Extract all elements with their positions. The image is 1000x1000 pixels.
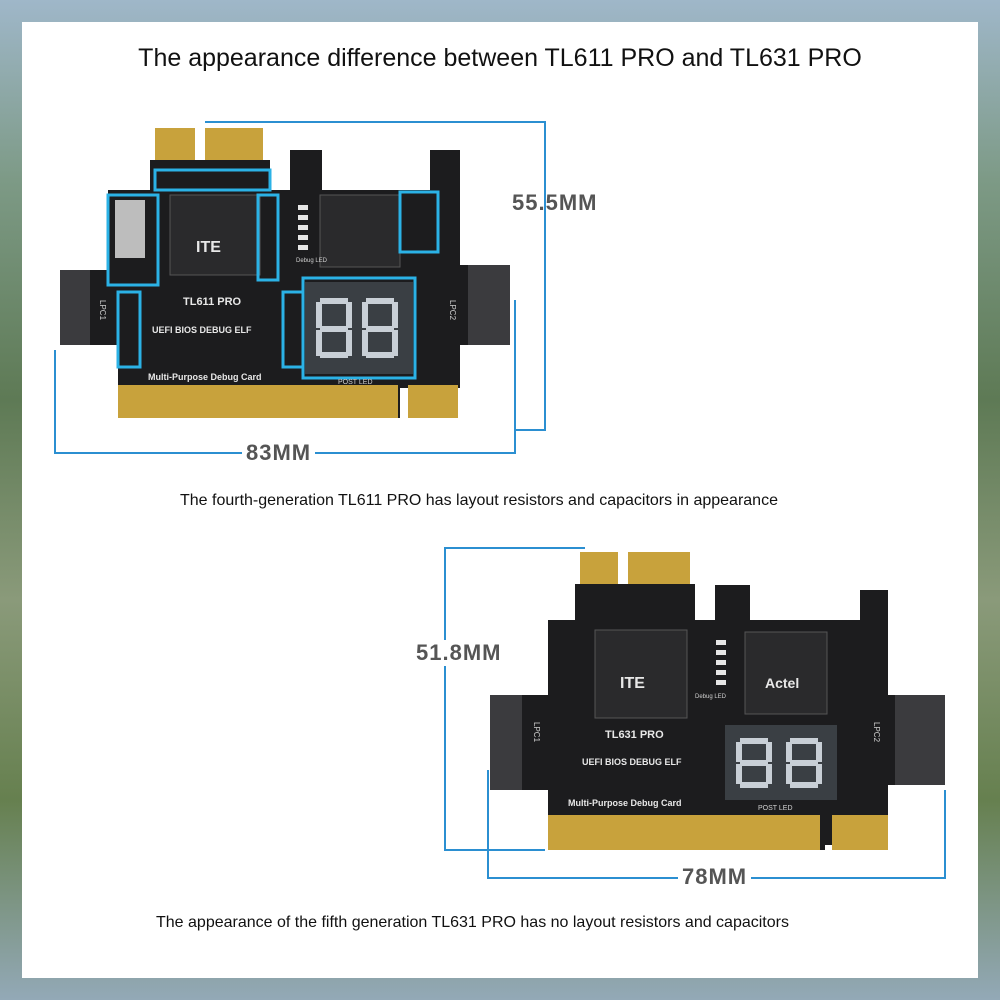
lpc1-connector <box>60 270 90 345</box>
card-tl611 <box>54 121 546 454</box>
tl611-bottom-label: Multi-Purpose Debug Card <box>148 372 262 382</box>
controller-chip <box>319 194 401 268</box>
tl611-post-label: POST LED <box>338 379 373 386</box>
actel-chip <box>744 631 828 715</box>
pcie-tab-small <box>155 128 195 160</box>
gold-fingers-left-2 <box>548 815 820 850</box>
tl631-height-dim: 51.8MM <box>412 640 506 666</box>
lpc2-connector-2 <box>895 695 945 785</box>
seven-seg-digits-2 <box>736 738 822 788</box>
gold-fingers-right-2 <box>832 815 888 850</box>
pcie-tab-small-2 <box>580 552 618 584</box>
tl631-subtitle-label: UEFI BIOS DEBUG ELF <box>582 757 682 767</box>
pcie-tab-large-2 <box>628 552 690 584</box>
pcb-board-2 <box>490 584 945 850</box>
tl611-lpc1-label: LPC1 <box>98 300 107 321</box>
tl631-lpc1-label: LPC1 <box>532 722 541 743</box>
tl631-bottom-label: Multi-Purpose Debug Card <box>568 798 682 808</box>
highlight-resistors <box>256 193 280 282</box>
highlight-top-row <box>153 168 272 192</box>
highlight-caps <box>398 190 440 254</box>
lpc2-connector <box>468 265 510 345</box>
tl631-post-label: POST LED <box>758 805 793 812</box>
tl631-chip2-logo: Actel <box>765 675 799 691</box>
highlight-display <box>301 276 417 380</box>
lpc1-connector-2 <box>490 695 522 790</box>
tl611-led-label: Debug LED <box>296 258 328 264</box>
gold-fingers-right <box>408 385 458 418</box>
tl611-lpc2-label: LPC2 <box>448 300 457 321</box>
tl631-width-dim: 78MM <box>678 864 752 890</box>
tl631-caption: The appearance of the fifth generation T… <box>156 914 789 931</box>
highlight-left-pins <box>116 290 142 369</box>
pcie-tab-large <box>205 128 263 160</box>
debug-leds <box>298 205 308 250</box>
tl611-width-dim: 83MM <box>242 440 316 466</box>
tl631-model-label: TL631 PRO <box>605 729 664 741</box>
tl631-chip-logo: ITE <box>620 675 645 692</box>
height-dim-line-2 <box>444 547 585 851</box>
tl611-chip-logo: ITE <box>196 239 221 256</box>
tl611-model-label: TL611 PRO <box>183 296 242 308</box>
tl631-led-label: Debug LED <box>695 694 727 700</box>
ite-chip <box>169 194 261 276</box>
height-dim-line <box>205 121 546 431</box>
ribbon-connector <box>115 200 145 258</box>
page-title: The appearance difference between TL611 … <box>138 44 862 72</box>
debug-leds-2 <box>716 640 726 685</box>
tl611-subtitle-label: UEFI BIOS DEBUG ELF <box>152 325 252 335</box>
seven-seg-digits <box>316 298 398 358</box>
gold-fingers-left <box>118 385 398 418</box>
card-tl631 <box>444 547 946 879</box>
ite-chip-2 <box>594 629 688 719</box>
tl611-height-dim: 55.5MM <box>512 190 598 215</box>
tl631-lpc2-label: LPC2 <box>872 722 881 743</box>
highlight-connector <box>106 193 160 287</box>
tl611-caption: The fourth-generation TL611 PRO has layo… <box>180 492 778 509</box>
